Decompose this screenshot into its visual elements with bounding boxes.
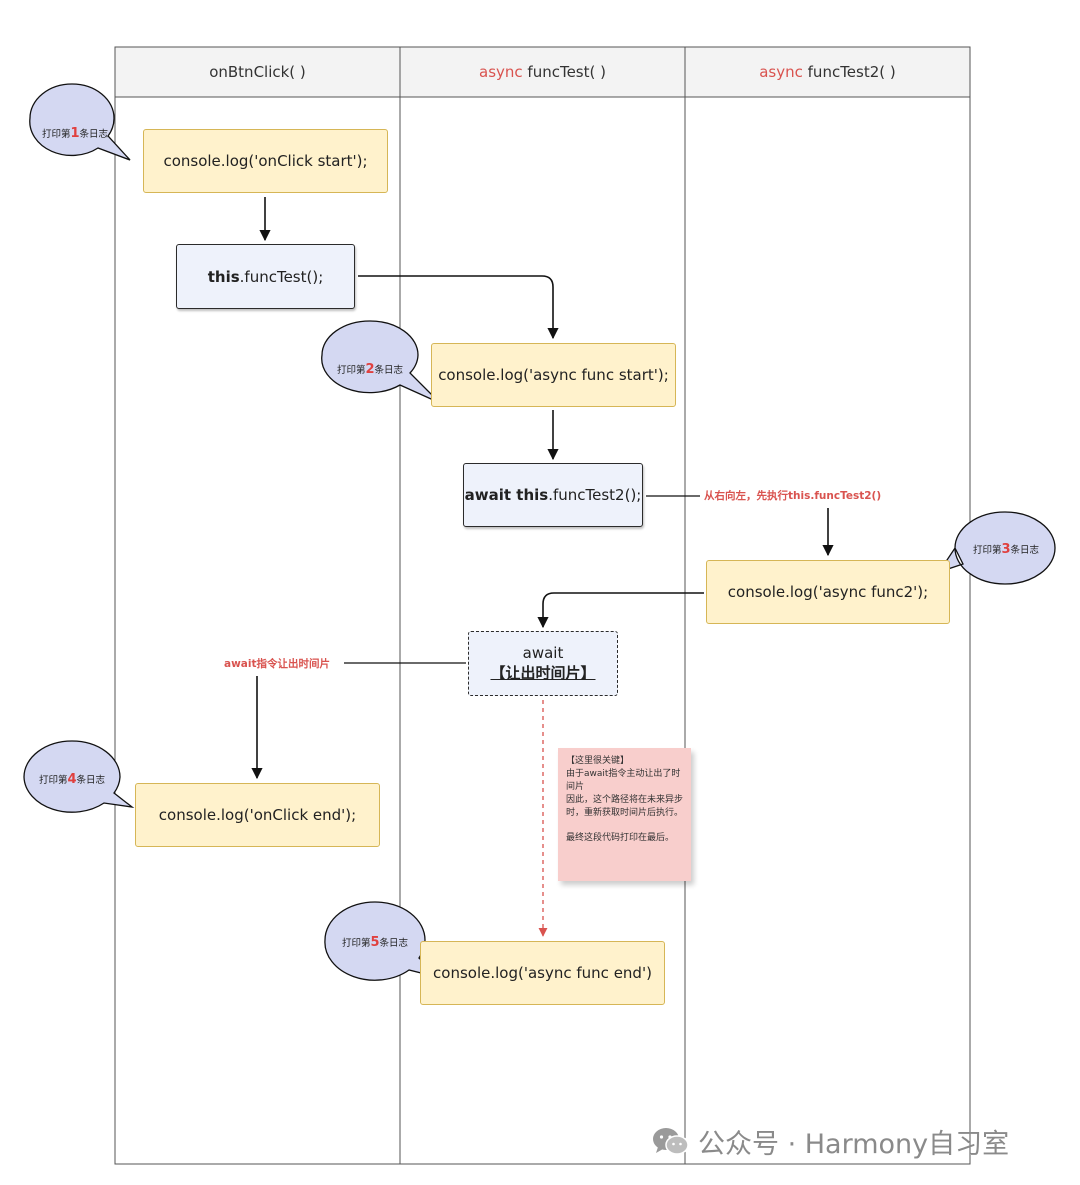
node-call-functest: this.funcTest(); [176,244,355,309]
bubble-num: 1 [70,125,80,141]
lane-header-name: funcTest( ) [527,63,606,81]
label-await-yield: await指令让出时间片 [224,658,330,670]
lane-header-functest: async funcTest( ) [400,47,685,97]
node-async-func-start: console.log('async func start'); [431,343,676,407]
bubble-pre: 打印第 [336,365,366,376]
node-await-yield: await 【让出时间片】 [468,631,618,696]
edge-call-to-async-start [358,275,559,340]
node-text: console.log('async func start'); [438,366,669,384]
note-line: 因此，这个路径将在未来异步时，重新获取时间片后执行。 [566,795,684,819]
bubble-post: 条日志 [379,938,409,949]
bubble-1-shape [29,83,131,161]
note-line: 由于await指令主动让出了时间片 [566,769,681,793]
lane-header-prefix: async [479,63,523,81]
node-await-label: 【让出时间片】 [490,663,596,682]
node-text: console.log('async func2'); [727,583,929,601]
lane-header-functest2: async funcTest2( ) [685,47,970,97]
node-text: console.log('onClick end'); [158,806,357,824]
node-text: .funcTest2(); [548,486,642,504]
bubble-pre: 打印第 [341,938,371,949]
edge-func2-to-await [537,592,704,629]
bubble-3-shape [937,511,1056,585]
wechat-icon [653,1127,689,1155]
lane-header-name: funcTest2( ) [807,63,896,81]
bubble-2-shape [321,320,441,404]
bubble-post: 条日志 [76,775,106,786]
bubble-num: 4 [67,771,77,787]
bubble-post: 条日志 [1010,545,1040,556]
node-async-func2: console.log('async func2'); [706,560,950,624]
watermark: 公众号 · Harmony自习室 [652,1122,1009,1161]
bubble-num: 3 [1001,541,1011,557]
bubble-post: 条日志 [374,365,404,376]
watermark-text: 公众号 · Harmony自习室 [698,1129,1010,1160]
node-keyword: this [207,267,240,286]
note-line: 最终这段代码打印在最后。 [566,833,675,844]
node-onclick-start: console.log('onClick start'); [143,129,388,193]
node-text: console.log('onClick start'); [163,152,368,170]
node-await-functest2: await this.funcTest2(); [463,463,643,527]
lane-header-onbtnclick: onBtnClick( ) [115,47,400,97]
label-right-to-left: 从右向左，先执行this.funcTest2() [704,490,882,502]
bubble-4-shape [23,740,135,813]
node-onclick-end: console.log('onClick end'); [135,783,380,847]
node-text: .funcTest(); [239,267,324,286]
note-line: 【这里很关键】 [566,756,630,766]
bubble-num: 2 [365,361,375,377]
bubble-pre: 打印第 [41,129,71,140]
node-text: console.log('async func end') [433,964,652,982]
sticky-note: 【这里很关键】 由于await指令主动让出了时间片 因此，这个路径将在未来异步时… [558,748,691,881]
lane-header-prefix: async [759,63,803,81]
bubble-num: 5 [370,934,380,950]
node-await-word: await [522,644,564,662]
bubble-pre: 打印第 [972,545,1002,556]
bubble-post: 条日志 [79,129,109,140]
lane-header-name: onBtnClick( ) [209,63,306,81]
node-keyword: await this [464,486,549,504]
swimlane-frame [114,46,971,1165]
node-async-func-end: console.log('async func end') [420,941,665,1005]
bubble-pre: 打印第 [38,775,68,786]
